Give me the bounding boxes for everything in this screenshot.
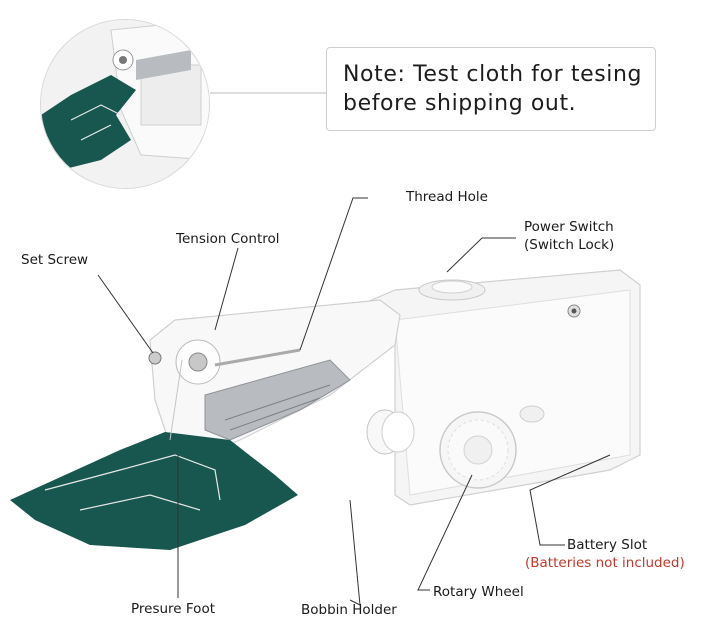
- callout-leaders: [97, 197, 611, 606]
- test-cloth: [10, 432, 298, 550]
- closeup-illustration: [41, 20, 209, 188]
- note-line-1: Note: Test cloth for tesing: [343, 62, 643, 87]
- note-box: Note: Test cloth for tesing before shipp…: [326, 47, 656, 131]
- label-battery-slot: Battery Slot: [567, 537, 648, 553]
- set-screw: [148, 351, 162, 365]
- label-tension-control: Tension Control: [176, 231, 280, 247]
- label-batteries-not-included: (Batteries not included): [525, 555, 685, 571]
- label-bobbin-holder: Bobbin Holder: [301, 602, 397, 618]
- label-rotary-wheel: Rotary Wheel: [433, 584, 524, 600]
- label-presure-foot: Presure Foot: [131, 601, 215, 617]
- note-line-2: before shipping out.: [343, 91, 577, 116]
- label-set-screw: Set Screw: [21, 252, 89, 268]
- label-power-switch: Power Switch: [524, 219, 614, 235]
- label-switch-lock: (Switch Lock): [524, 237, 615, 253]
- label-thread-hole: Thread Hole: [406, 189, 488, 205]
- feed-mechanism: [204, 359, 351, 441]
- closeup-inset: [40, 19, 210, 189]
